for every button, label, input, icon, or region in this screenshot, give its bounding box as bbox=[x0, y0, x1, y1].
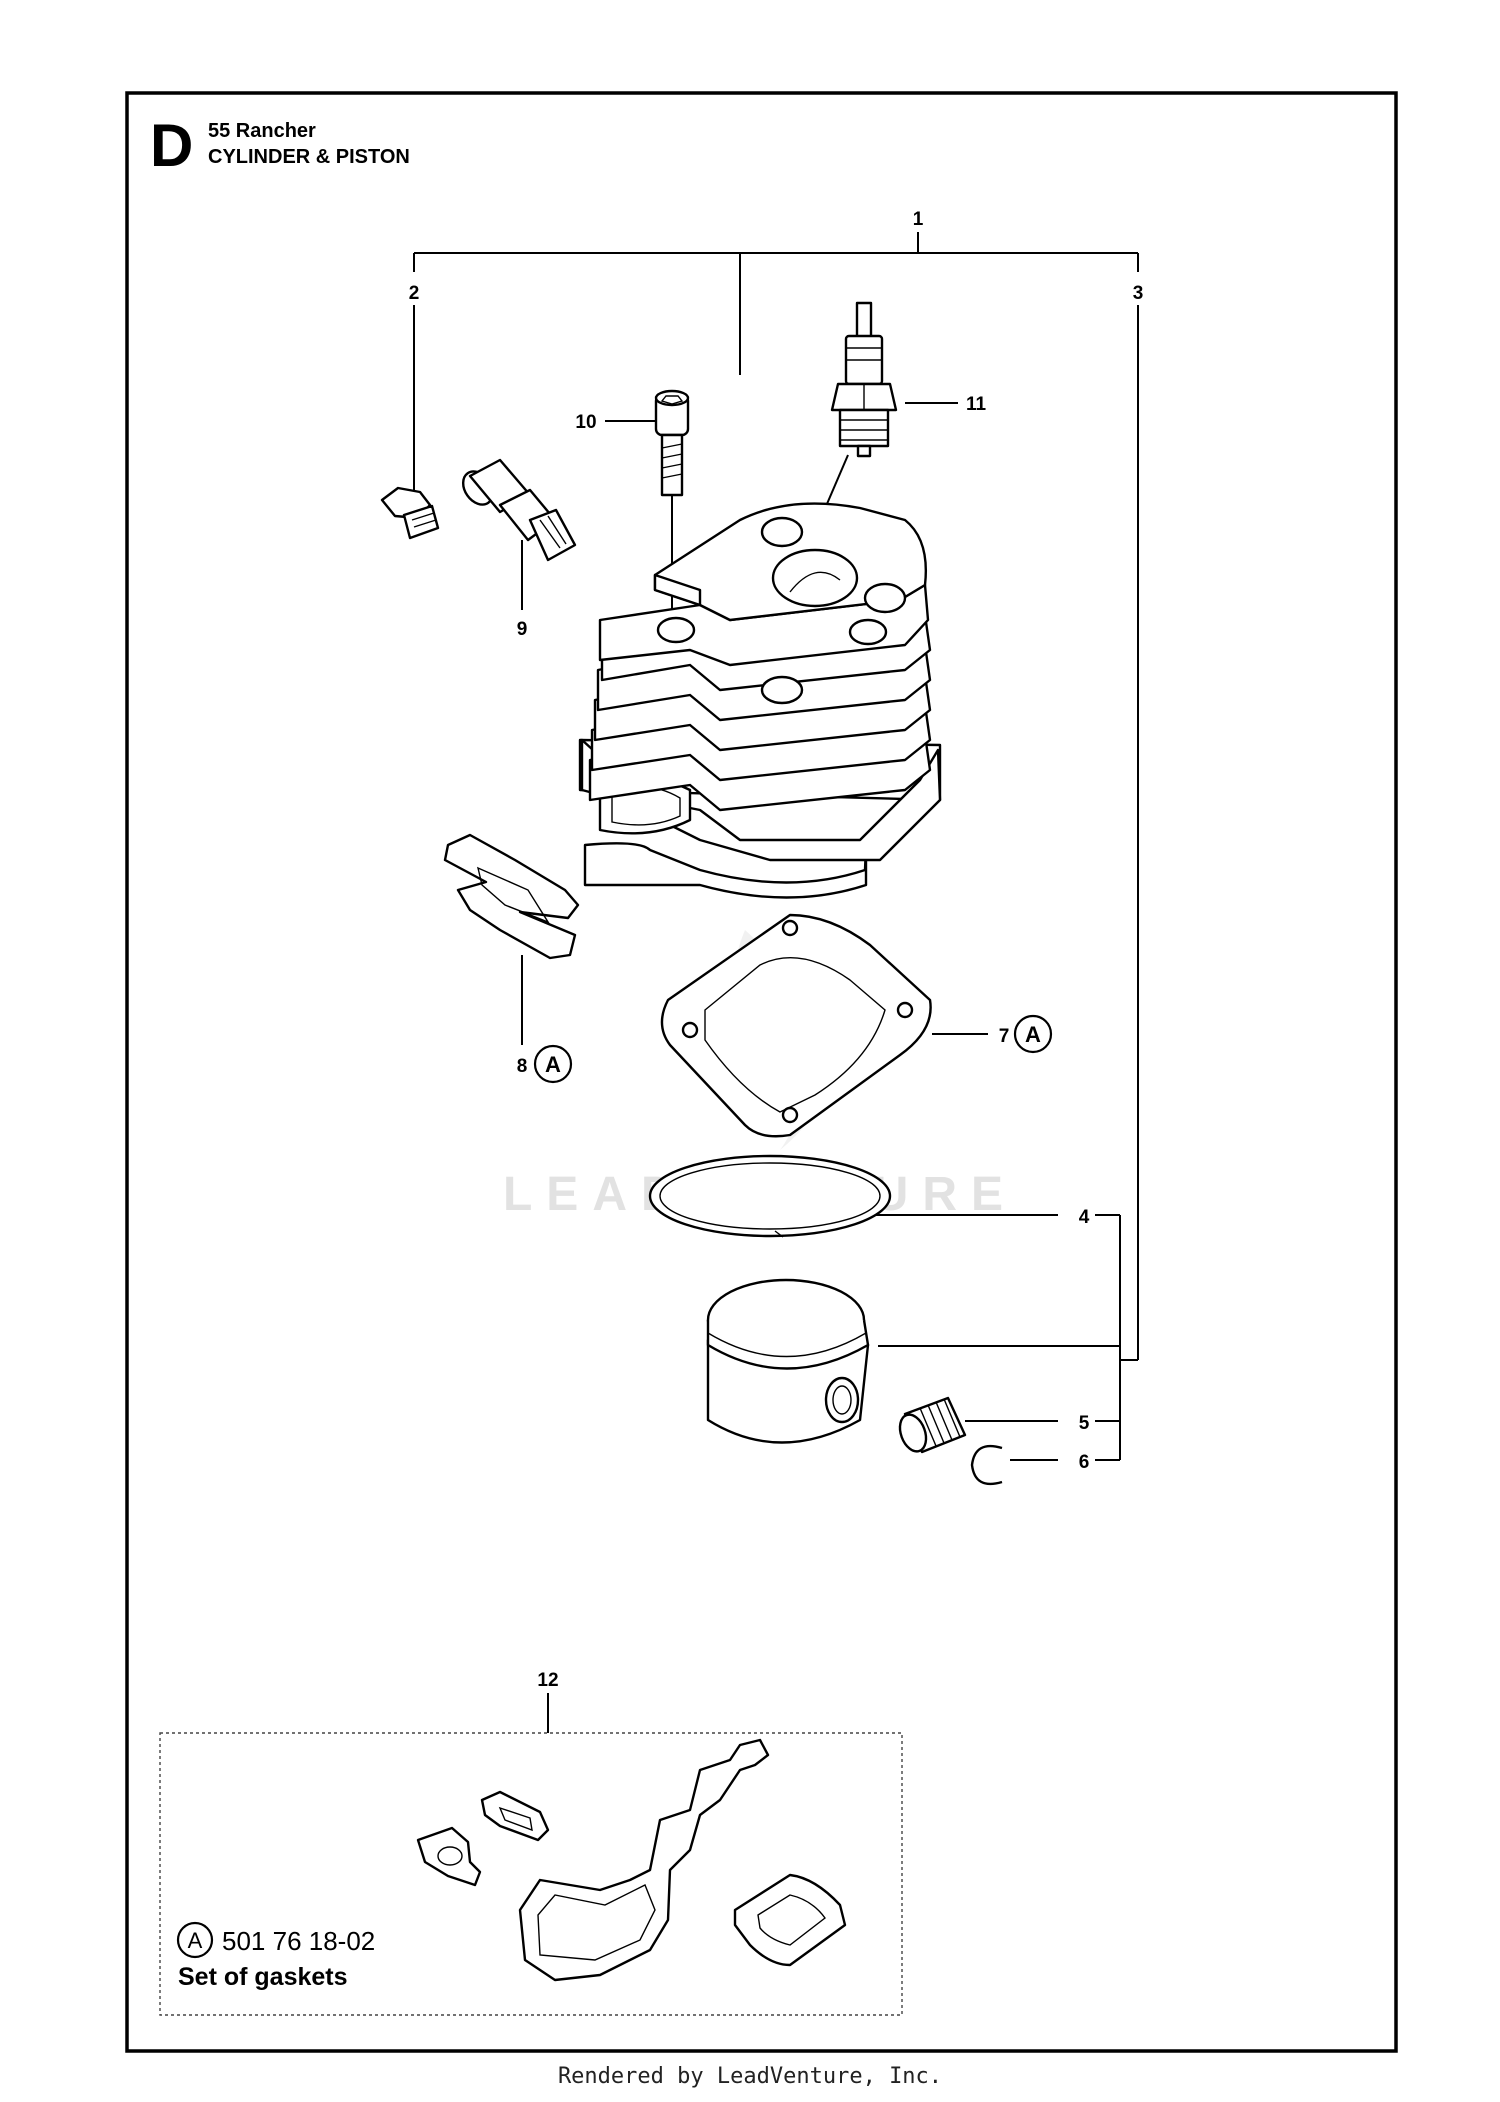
gasket-kit-box bbox=[159, 1732, 903, 2016]
kit-marker-part-8: A bbox=[533, 1044, 573, 1084]
kit-gasket-crankcase[interactable] bbox=[518, 1738, 770, 1982]
part-2-plug[interactable] bbox=[380, 486, 440, 540]
callout-3: 3 bbox=[1133, 283, 1144, 304]
part-4-piston-ring[interactable] bbox=[648, 1154, 892, 1238]
section-letter: D bbox=[150, 112, 193, 179]
kit-name: Set of gaskets bbox=[178, 1963, 348, 1991]
part-5-needle-bearing[interactable] bbox=[895, 1396, 967, 1455]
kit-gasket-cylinder-base[interactable] bbox=[733, 1873, 847, 1967]
callout-1: 1 bbox=[913, 209, 924, 230]
callout-8: 8 bbox=[517, 1056, 528, 1077]
part-8-gasket[interactable] bbox=[443, 833, 580, 960]
kit-marker-part-7: A bbox=[1013, 1014, 1053, 1054]
kit-legend-marker: A bbox=[188, 1928, 203, 1953]
part-11-spark-plug[interactable] bbox=[830, 301, 898, 458]
footer-credit: Rendered by LeadVenture, Inc. bbox=[557, 2064, 943, 2089]
kit-gasket-intake[interactable] bbox=[480, 1790, 550, 1842]
callout-12: 12 bbox=[537, 1670, 558, 1691]
kit-legend-marker-circle bbox=[176, 1921, 214, 1959]
kit-legend: A 501 76 18-02 Set of gaskets bbox=[176, 1921, 375, 1991]
callout-5: 5 bbox=[1079, 1413, 1090, 1434]
part-1-cylinder[interactable] bbox=[578, 502, 942, 899]
callout-9: 9 bbox=[517, 619, 528, 640]
model-name: 55 Rancher bbox=[208, 120, 316, 142]
diagram-title: CYLINDER & PISTON bbox=[208, 146, 410, 168]
callout-11: 11 bbox=[966, 394, 987, 415]
callout-6: 6 bbox=[1079, 1452, 1090, 1473]
part-3-piston[interactable] bbox=[706, 1278, 870, 1444]
part-10-screw[interactable] bbox=[654, 389, 690, 497]
part-9-decompression-valve[interactable] bbox=[457, 458, 577, 562]
kit-part-number: 501 76 18-02 bbox=[222, 1926, 375, 1956]
svg-text:A: A bbox=[1025, 1022, 1041, 1047]
part-6-circlip[interactable] bbox=[970, 1444, 1003, 1486]
callout-7: 7 bbox=[999, 1026, 1010, 1047]
callout-labels: 1 2 3 4 5 6 7 8 9 10 11 12 bbox=[409, 209, 1144, 1691]
callout-2: 2 bbox=[409, 283, 420, 304]
part-7-cylinder-base-gasket[interactable] bbox=[660, 913, 932, 1138]
svg-text:A: A bbox=[545, 1052, 561, 1077]
kit-gasket-muffler[interactable] bbox=[416, 1826, 482, 1887]
callout-10: 10 bbox=[575, 412, 596, 433]
callout-4: 4 bbox=[1079, 1207, 1090, 1228]
diagram-frame bbox=[125, 91, 1398, 2053]
